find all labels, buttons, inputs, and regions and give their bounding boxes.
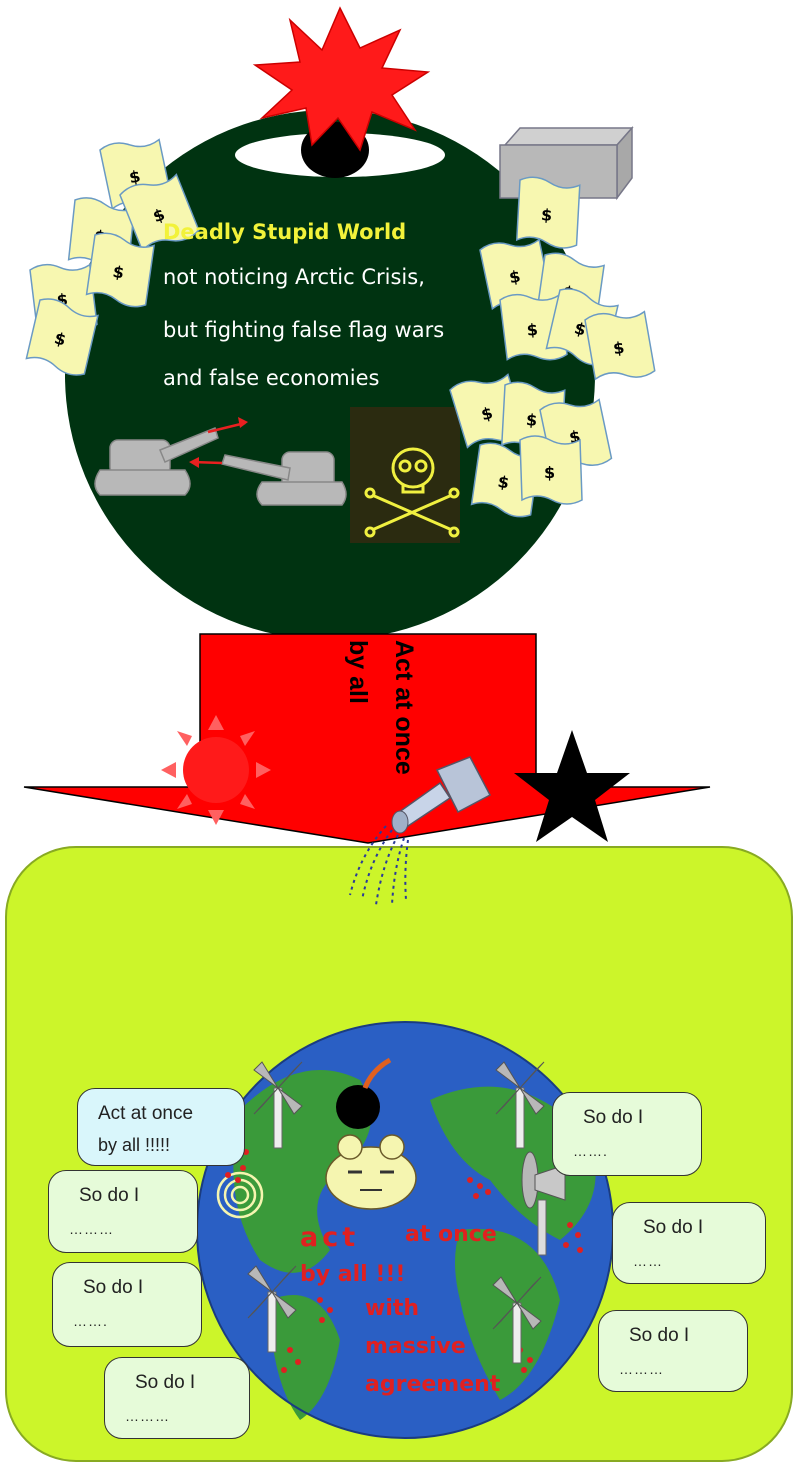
globe-text-agreement: agreement bbox=[365, 1372, 501, 1397]
dollar-sign: $ bbox=[525, 410, 538, 430]
globe-text-act: act bbox=[300, 1222, 360, 1253]
explosion-icon bbox=[252, 6, 431, 152]
watering-can-icon bbox=[349, 756, 492, 906]
reply-bubble-5: So do I …… bbox=[612, 1202, 766, 1284]
dark-world-globe bbox=[65, 110, 595, 640]
windmill-icon bbox=[495, 1061, 545, 1149]
world-title: Deadly Stupid World bbox=[163, 220, 407, 244]
skull-icon bbox=[364, 447, 460, 538]
dollar-sign: $ bbox=[128, 167, 142, 188]
windmills bbox=[247, 1061, 566, 1364]
earth-globe bbox=[196, 1021, 614, 1439]
fire-arrowhead-left bbox=[189, 457, 199, 468]
red-dot-patches bbox=[225, 1149, 583, 1373]
reply-bubble-1-line1: So do I bbox=[79, 1185, 140, 1206]
tank-icon-left bbox=[94, 426, 219, 496]
reply-bubble-2: So do I ……. bbox=[52, 1262, 202, 1347]
lead-bubble-line2: by all !!!!! bbox=[98, 1135, 171, 1155]
dollar-sign: $ bbox=[540, 205, 553, 225]
sun-icon bbox=[161, 715, 271, 825]
reply-bubble-4: So do I ……. bbox=[552, 1092, 702, 1176]
lead-bubble-line1: Act at once bbox=[98, 1103, 194, 1124]
reply-bubble-2-line1: So do I bbox=[83, 1277, 144, 1298]
money-bill-icon: $ bbox=[519, 435, 583, 505]
dollar-sign: $ bbox=[572, 318, 588, 339]
dollar-sign: $ bbox=[496, 472, 510, 493]
globe-text-at-once: at once bbox=[405, 1222, 497, 1247]
world-line-1: not noticing Arctic Crisis, bbox=[163, 265, 425, 289]
globe-bomb bbox=[336, 1085, 380, 1129]
world-line-3: and false economies bbox=[163, 366, 380, 390]
face-icon bbox=[325, 1134, 417, 1210]
reply-bubble-1-line2: ……… bbox=[69, 1221, 114, 1237]
arrow-label-line2: by all bbox=[344, 640, 372, 704]
fire-arrowhead-right bbox=[238, 417, 248, 428]
fire-arrow-right bbox=[207, 421, 246, 434]
money-bill-icon: $ bbox=[119, 173, 200, 253]
globe-text-by-all: by all !!! bbox=[300, 1262, 406, 1287]
windmill-icon bbox=[492, 1276, 542, 1364]
reply-bubble-3-line2: ……… bbox=[125, 1408, 170, 1424]
dollar-sign: $ bbox=[111, 262, 125, 283]
money-bill-icon: $ bbox=[25, 298, 99, 376]
reply-bubble-1: So do I ……… bbox=[48, 1170, 198, 1253]
tank-icon-right bbox=[221, 451, 347, 506]
money-bill-icon: $ bbox=[584, 310, 656, 381]
dark-world-group bbox=[65, 6, 634, 640]
reply-bubble-6-line1: So do I bbox=[629, 1325, 690, 1346]
reply-bubble-6-line2: ……… bbox=[619, 1361, 664, 1377]
globe-text-massive: massive bbox=[365, 1334, 466, 1359]
money-bill-icon: $ bbox=[85, 232, 156, 308]
dollar-sign: $ bbox=[52, 328, 68, 349]
dollar-sign: $ bbox=[612, 338, 626, 358]
dollar-sign: $ bbox=[508, 267, 522, 288]
reply-bubble-2-line2: ……. bbox=[73, 1313, 108, 1329]
reply-bubble-5-line1: So do I bbox=[643, 1217, 704, 1238]
globe-bomb-fuse bbox=[362, 1057, 392, 1089]
reply-bubble-6: So do I ……… bbox=[598, 1310, 748, 1392]
dollar-sign: $ bbox=[544, 463, 555, 482]
money-bill-icon: $ bbox=[515, 176, 581, 249]
windmill-icon bbox=[253, 1061, 303, 1149]
lead-bubble: Act at once by all !!!!! bbox=[77, 1088, 245, 1166]
black-star-icon bbox=[514, 730, 630, 842]
money-bill-icon: $ bbox=[479, 238, 553, 311]
money-bills: $$$$$$$$$$$$$$$$$ bbox=[25, 138, 656, 518]
globe-text-with: with bbox=[365, 1296, 420, 1321]
dollar-sign: $ bbox=[479, 403, 495, 424]
poison-box bbox=[350, 407, 460, 543]
reply-bubble-5-line2: …… bbox=[633, 1253, 663, 1269]
arrow-label-line1: Act at once bbox=[390, 640, 418, 775]
world-line-2: but fighting false flag wars bbox=[163, 318, 445, 342]
dollar-sign: $ bbox=[526, 320, 539, 340]
reply-bubble-3-line1: So do I bbox=[135, 1372, 196, 1393]
reply-bubble-3: So do I ……… bbox=[104, 1357, 250, 1439]
reply-bubble-4-line2: ……. bbox=[573, 1143, 608, 1159]
turbine-icon bbox=[521, 1151, 566, 1256]
windmill-icon bbox=[247, 1265, 297, 1353]
reply-bubble-4-line1: So do I bbox=[583, 1107, 644, 1128]
